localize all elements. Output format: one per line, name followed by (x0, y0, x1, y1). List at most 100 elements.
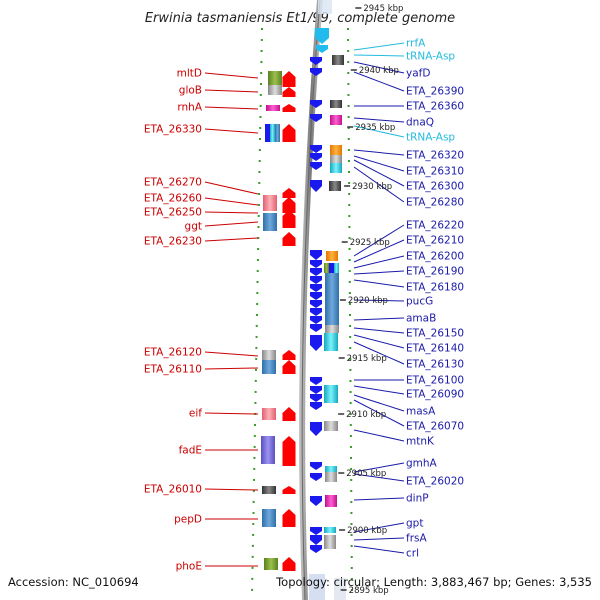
right-gene-label[interactable]: dnaQ (406, 117, 434, 129)
right-gene-label[interactable]: ETA_26300 (406, 181, 464, 193)
left-gene-label[interactable]: ETA_26010 (144, 484, 202, 496)
left-gene-label[interactable]: ETA_26270 (144, 177, 202, 189)
cog-category-box (265, 124, 270, 142)
right-gene-label[interactable]: ETA_26090 (406, 389, 464, 401)
right-gene-label[interactable]: crl (406, 548, 419, 560)
left-gene-label[interactable]: gloB (179, 85, 202, 97)
dotted-rails (251, 27, 353, 597)
cog-category-box (262, 408, 276, 420)
right-gene-label[interactable]: mtnK (406, 436, 435, 448)
left-gene-label[interactable]: mltD (177, 68, 202, 80)
left-gene-label[interactable]: ETA_26330 (144, 124, 202, 136)
reverse-gene-arrow (310, 68, 322, 76)
right-gene-label[interactable]: ETA_26140 (406, 343, 464, 355)
cog-category-box (324, 333, 338, 351)
kbp-tick: 2940 kbp (350, 66, 399, 76)
right-gene-label[interactable]: ETA_26150 (406, 328, 464, 340)
reverse-gene-arrow (310, 422, 322, 436)
right-gene-label[interactable]: ETA_26100 (406, 375, 464, 387)
cog-category-box (325, 495, 337, 507)
gene-features (261, 28, 344, 571)
forward-gene-arrow (282, 360, 296, 374)
cog-category-box (266, 105, 280, 111)
right-gene-label[interactable]: ETA_26220 (406, 220, 464, 232)
right-gene-label[interactable]: ETA_26360 (406, 101, 464, 113)
cog-category-box (330, 115, 342, 125)
right-gene-label[interactable]: ETA_26320 (406, 150, 464, 162)
right-gene-label[interactable]: dinP (406, 493, 429, 505)
left-gene-label[interactable]: phoE (176, 561, 202, 573)
cog-category-box (332, 55, 344, 65)
cog-category-box (262, 360, 276, 374)
left-gene-label[interactable]: rnhA (177, 102, 202, 114)
reverse-gene-arrow (310, 316, 322, 324)
reverse-gene-arrow (310, 180, 322, 192)
forward-gene-arrow (282, 557, 296, 571)
left-gene-label[interactable]: ggt (185, 221, 202, 233)
left-gene-label[interactable]: eif (189, 408, 202, 420)
reverse-gene-arrow (310, 268, 322, 276)
right-gene-label[interactable]: ETA_26390 (406, 86, 464, 98)
right-gene-label[interactable]: ETA_26200 (406, 251, 464, 263)
forward-gene-arrow (282, 104, 296, 112)
left-gene-label[interactable]: fadE (179, 445, 202, 457)
reverse-gene-arrow (310, 535, 322, 545)
svg-text:2925 kbp: 2925 kbp (350, 238, 390, 248)
cog-category-box (325, 466, 337, 472)
right-gene-label[interactable]: pucG (406, 296, 433, 308)
forward-gene-arrow (282, 436, 296, 466)
right-gene-label[interactable]: tRNA-Asp (406, 51, 455, 63)
right-gene-label[interactable]: ETA_26020 (406, 476, 464, 488)
cog-category-box (329, 263, 334, 273)
right-gene-label[interactable]: masA (406, 406, 436, 418)
left-gene-label[interactable]: ETA_26230 (144, 236, 202, 248)
svg-text:2905 kbp: 2905 kbp (346, 469, 386, 479)
right-gene-label[interactable]: amaB (406, 313, 436, 325)
kbp-tick: 2900 kbp (339, 526, 387, 536)
svg-text:2915 kbp: 2915 kbp (347, 354, 387, 364)
right-gene-label[interactable]: gmhA (406, 458, 438, 470)
cog-category-box (324, 535, 336, 549)
cog-category-box (325, 472, 337, 482)
left-gene-label[interactable]: ETA_26250 (144, 207, 202, 219)
right-gene-label[interactable]: ETA_26070 (406, 421, 464, 433)
kbp-ticks: 2945 kbp 2940 kbp 2935 kbp 2930 kbp 2925 kbp… (338, 4, 403, 596)
cog-category-box (270, 124, 275, 142)
cog-category-box (262, 486, 276, 494)
right-gene-label[interactable]: rrfA (406, 38, 426, 50)
right-gene-label[interactable]: ETA_26130 (406, 359, 464, 371)
reverse-gene-arrow (310, 335, 322, 351)
right-gene-label[interactable]: yafD (406, 68, 430, 80)
right-gene-label[interactable]: ETA_26180 (406, 282, 464, 294)
reverse-gene-arrow (310, 462, 322, 470)
cog-category-box (262, 350, 276, 360)
kbp-tick: 2945 kbp (355, 4, 403, 14)
reverse-gene-arrow (316, 45, 328, 53)
cog-category-box (261, 436, 275, 464)
reverse-gene-arrow (310, 250, 322, 260)
left-gene-label[interactable]: ETA_26110 (144, 364, 202, 376)
right-gene-label[interactable]: ETA_26190 (406, 266, 464, 278)
right-gene-label[interactable]: ETA_26310 (406, 166, 464, 178)
reverse-gene-arrow (310, 394, 322, 402)
reverse-gene-arrow (310, 276, 322, 284)
cog-category-box (324, 393, 338, 403)
right-gene-label[interactable]: frsA (406, 533, 427, 545)
forward-gene-arrow (282, 407, 296, 421)
reverse-gene-arrow (310, 402, 322, 410)
right-gene-label[interactable]: ETA_26280 (406, 197, 464, 209)
left-gene-label[interactable]: ETA_26260 (144, 193, 202, 205)
right-gene-label[interactable]: tRNA-Asp (406, 132, 455, 144)
left-gene-label[interactable]: ETA_26120 (144, 347, 202, 359)
right-gene-label[interactable]: ETA_26210 (406, 235, 464, 247)
left-gene-label[interactable]: pepD (174, 514, 202, 526)
reverse-gene-arrow (310, 527, 322, 535)
right-gene-label[interactable]: gpt (406, 518, 423, 530)
svg-text:2935 kbp: 2935 kbp (355, 123, 395, 133)
topology-label: Topology: circular; Length: 3,883,467 bp… (275, 575, 592, 589)
cog-category-box (326, 251, 338, 261)
kbp-tick: 2910 kbp (338, 410, 386, 420)
forward-gene-arrow (282, 350, 296, 360)
kbp-tick: 2930 kbp (344, 182, 392, 192)
